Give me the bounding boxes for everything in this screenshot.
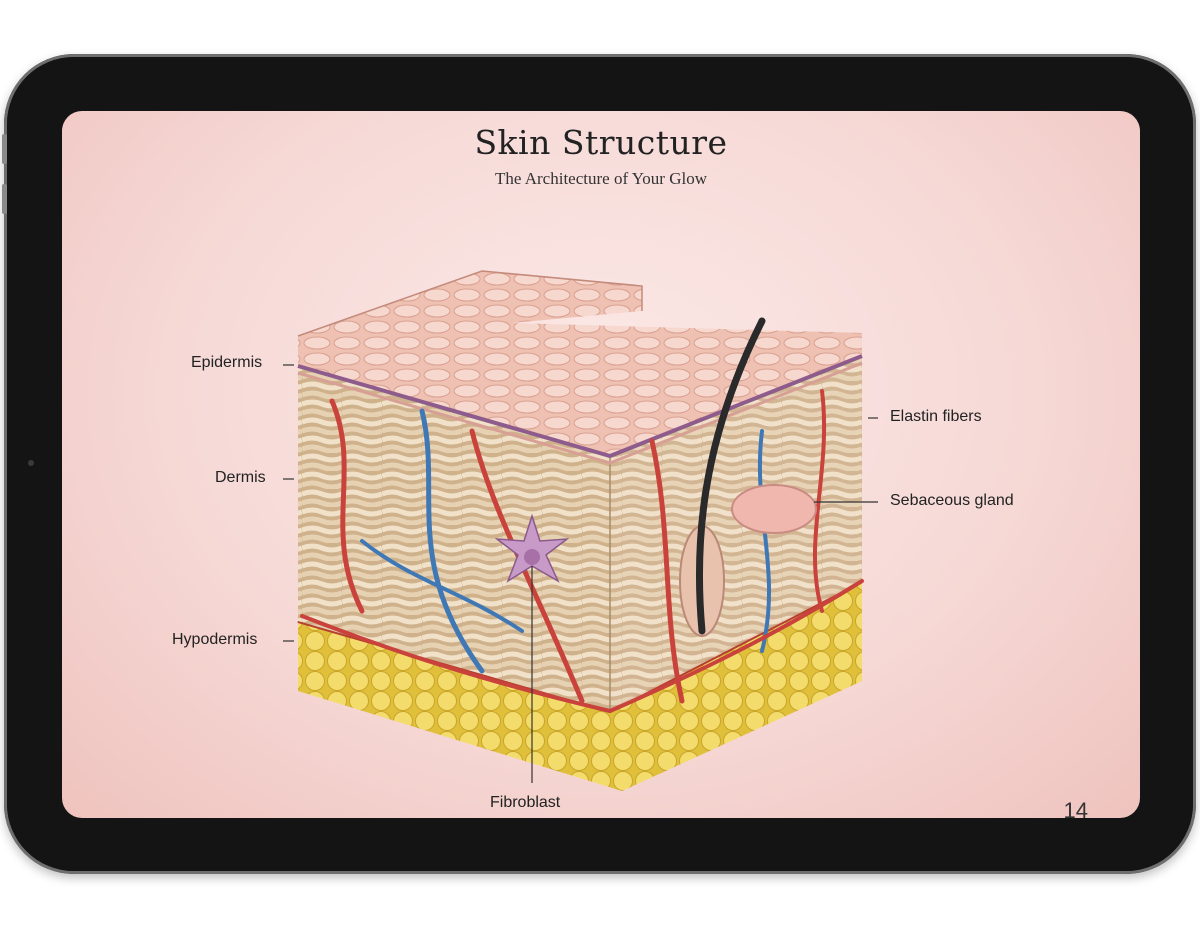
label-elastin-fibers: Elastin fibers <box>890 408 982 426</box>
label-hypodermis: Hypodermis <box>172 631 257 649</box>
skin-cross-section-diagram <box>62 111 1140 818</box>
label-dermis: Dermis <box>215 469 266 487</box>
label-epidermis: Epidermis <box>191 354 262 372</box>
sebaceous-gland <box>732 485 816 533</box>
volume-button <box>2 184 7 214</box>
label-sebaceous-gland: Sebaceous gland <box>890 492 1014 510</box>
camera-icon <box>28 460 34 466</box>
page-number: 14 <box>1064 798 1088 818</box>
volume-button <box>2 134 7 164</box>
label-fibroblast: Fibroblast <box>490 794 560 812</box>
slide-screen: Skin Structure The Architecture of Your … <box>62 111 1140 818</box>
